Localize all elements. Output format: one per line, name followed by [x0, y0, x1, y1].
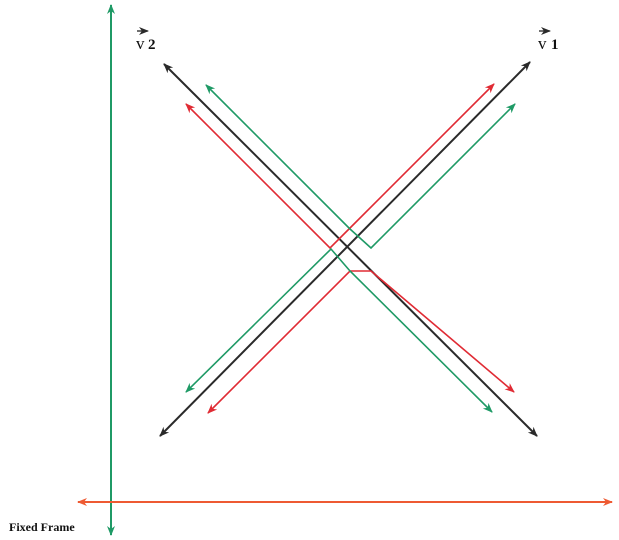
v1-axis-line: [159, 61, 531, 437]
svg-text:1: 1: [551, 37, 559, 53]
fixed-frame-label: Fixed Frame: [9, 520, 75, 534]
red-arrow-bottom: [207, 270, 515, 414]
v2-axis-line: [163, 63, 538, 437]
green-arrow-bottom: [185, 247, 493, 413]
svg-text:v: v: [538, 34, 547, 53]
green-arrow-top: [205, 84, 516, 250]
v2-label: v 2: [136, 27, 156, 53]
svg-text:v: v: [136, 34, 145, 53]
red-arrow-top: [185, 83, 495, 250]
v1-label: v 1: [538, 27, 559, 53]
svg-text:2: 2: [148, 37, 156, 53]
